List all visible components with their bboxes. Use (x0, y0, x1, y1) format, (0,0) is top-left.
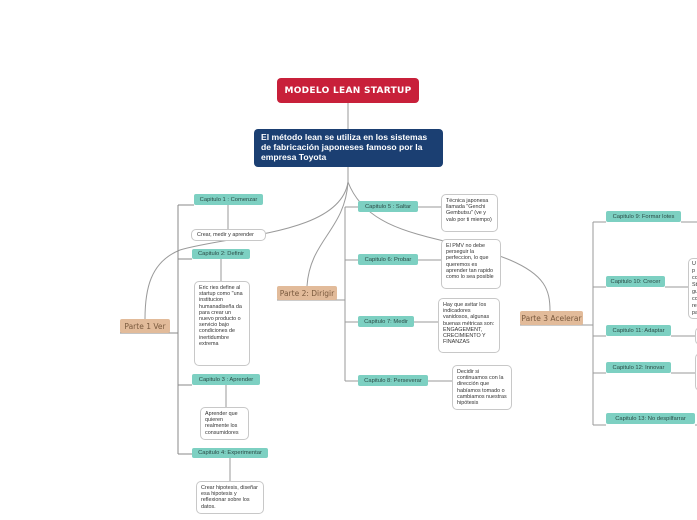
chapter-3[interactable]: Capitulo 3 : Aprender (192, 374, 260, 385)
part-1-note-links (220, 205, 231, 481)
chapter-1-note[interactable]: Crear, medir y aprender (191, 229, 266, 241)
chapter-2[interactable]: Capitulo 2: Definir (192, 249, 250, 259)
chapter-11[interactable]: Capitulo 11: Adaptar (606, 325, 671, 336)
chapter-7-note[interactable]: Hay que avitar los indicadores vanidosos… (438, 298, 500, 353)
chapter-10[interactable]: Capitulo 10: Crecer (606, 276, 665, 287)
curve-part-1 (144, 181, 349, 320)
root-node[interactable]: MODELO LEAN STARTUP (277, 78, 419, 103)
chapter-4[interactable]: Capitulo 4: Experimentar (192, 448, 268, 458)
chapter-7[interactable]: Capitulo 7: Medir (358, 316, 414, 327)
part-2-note-links (414, 206, 452, 382)
chapter-2-note[interactable]: Eric ries define al startup como "una in… (194, 281, 250, 366)
curve-part-2 (306, 181, 349, 287)
central-node[interactable]: El método lean se utiliza en los sistema… (254, 129, 443, 167)
part-2-branches (277, 206, 358, 382)
chapter-6[interactable]: Capitulo 6: Probar (358, 254, 418, 265)
part-3-branches (520, 221, 606, 426)
part-3-node[interactable]: Parte 3 Acelerar (520, 311, 583, 325)
chapter-1[interactable]: Capitulo 1 : Comenzar (194, 194, 263, 205)
chapter-12[interactable]: Capitulo 12: Innovar (606, 362, 671, 373)
chapter-8-note[interactable]: Decidir si continuamos con la dirección … (452, 365, 512, 411)
chapter-5[interactable]: Capitulo 5 : Saltar (358, 201, 418, 212)
chapter-5-note[interactable]: Técnica japonesa llamada "Genchi Gembuts… (441, 194, 498, 232)
part-3-note-links (665, 221, 697, 426)
chapter-10-note[interactable]: U p co St gu co re pa (688, 258, 697, 319)
chapter-9[interactable]: Capitulo 9: Formar lotes (606, 211, 681, 222)
chapter-6-note[interactable]: El PMV no debe perseguir la perfeccion, … (441, 239, 501, 289)
chapter-13[interactable]: Capitulo 13: No despilfarrar (606, 413, 695, 424)
part-1-branches (120, 204, 194, 455)
part-2-node[interactable]: Parte 2: Dirigir (277, 286, 337, 300)
part-1-node[interactable]: Parte 1 Ver (120, 319, 170, 333)
chapter-4-note[interactable]: Crear hipotesis, diseñar esa hipotesis y… (196, 481, 264, 514)
chapter-3-note[interactable]: Aprender que quieren realmente los consu… (200, 407, 249, 440)
chapter-8[interactable]: Capitulo 8: Perseverar (358, 375, 428, 386)
